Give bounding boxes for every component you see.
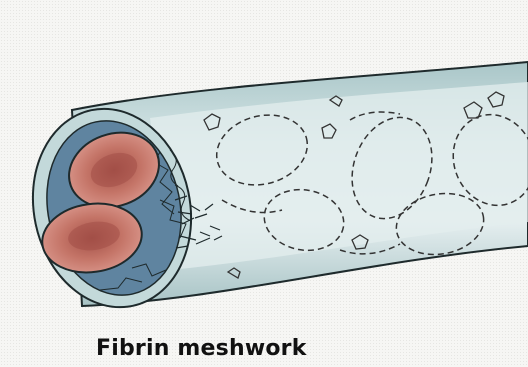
figure-caption: Fibrin meshwork: [96, 336, 307, 361]
